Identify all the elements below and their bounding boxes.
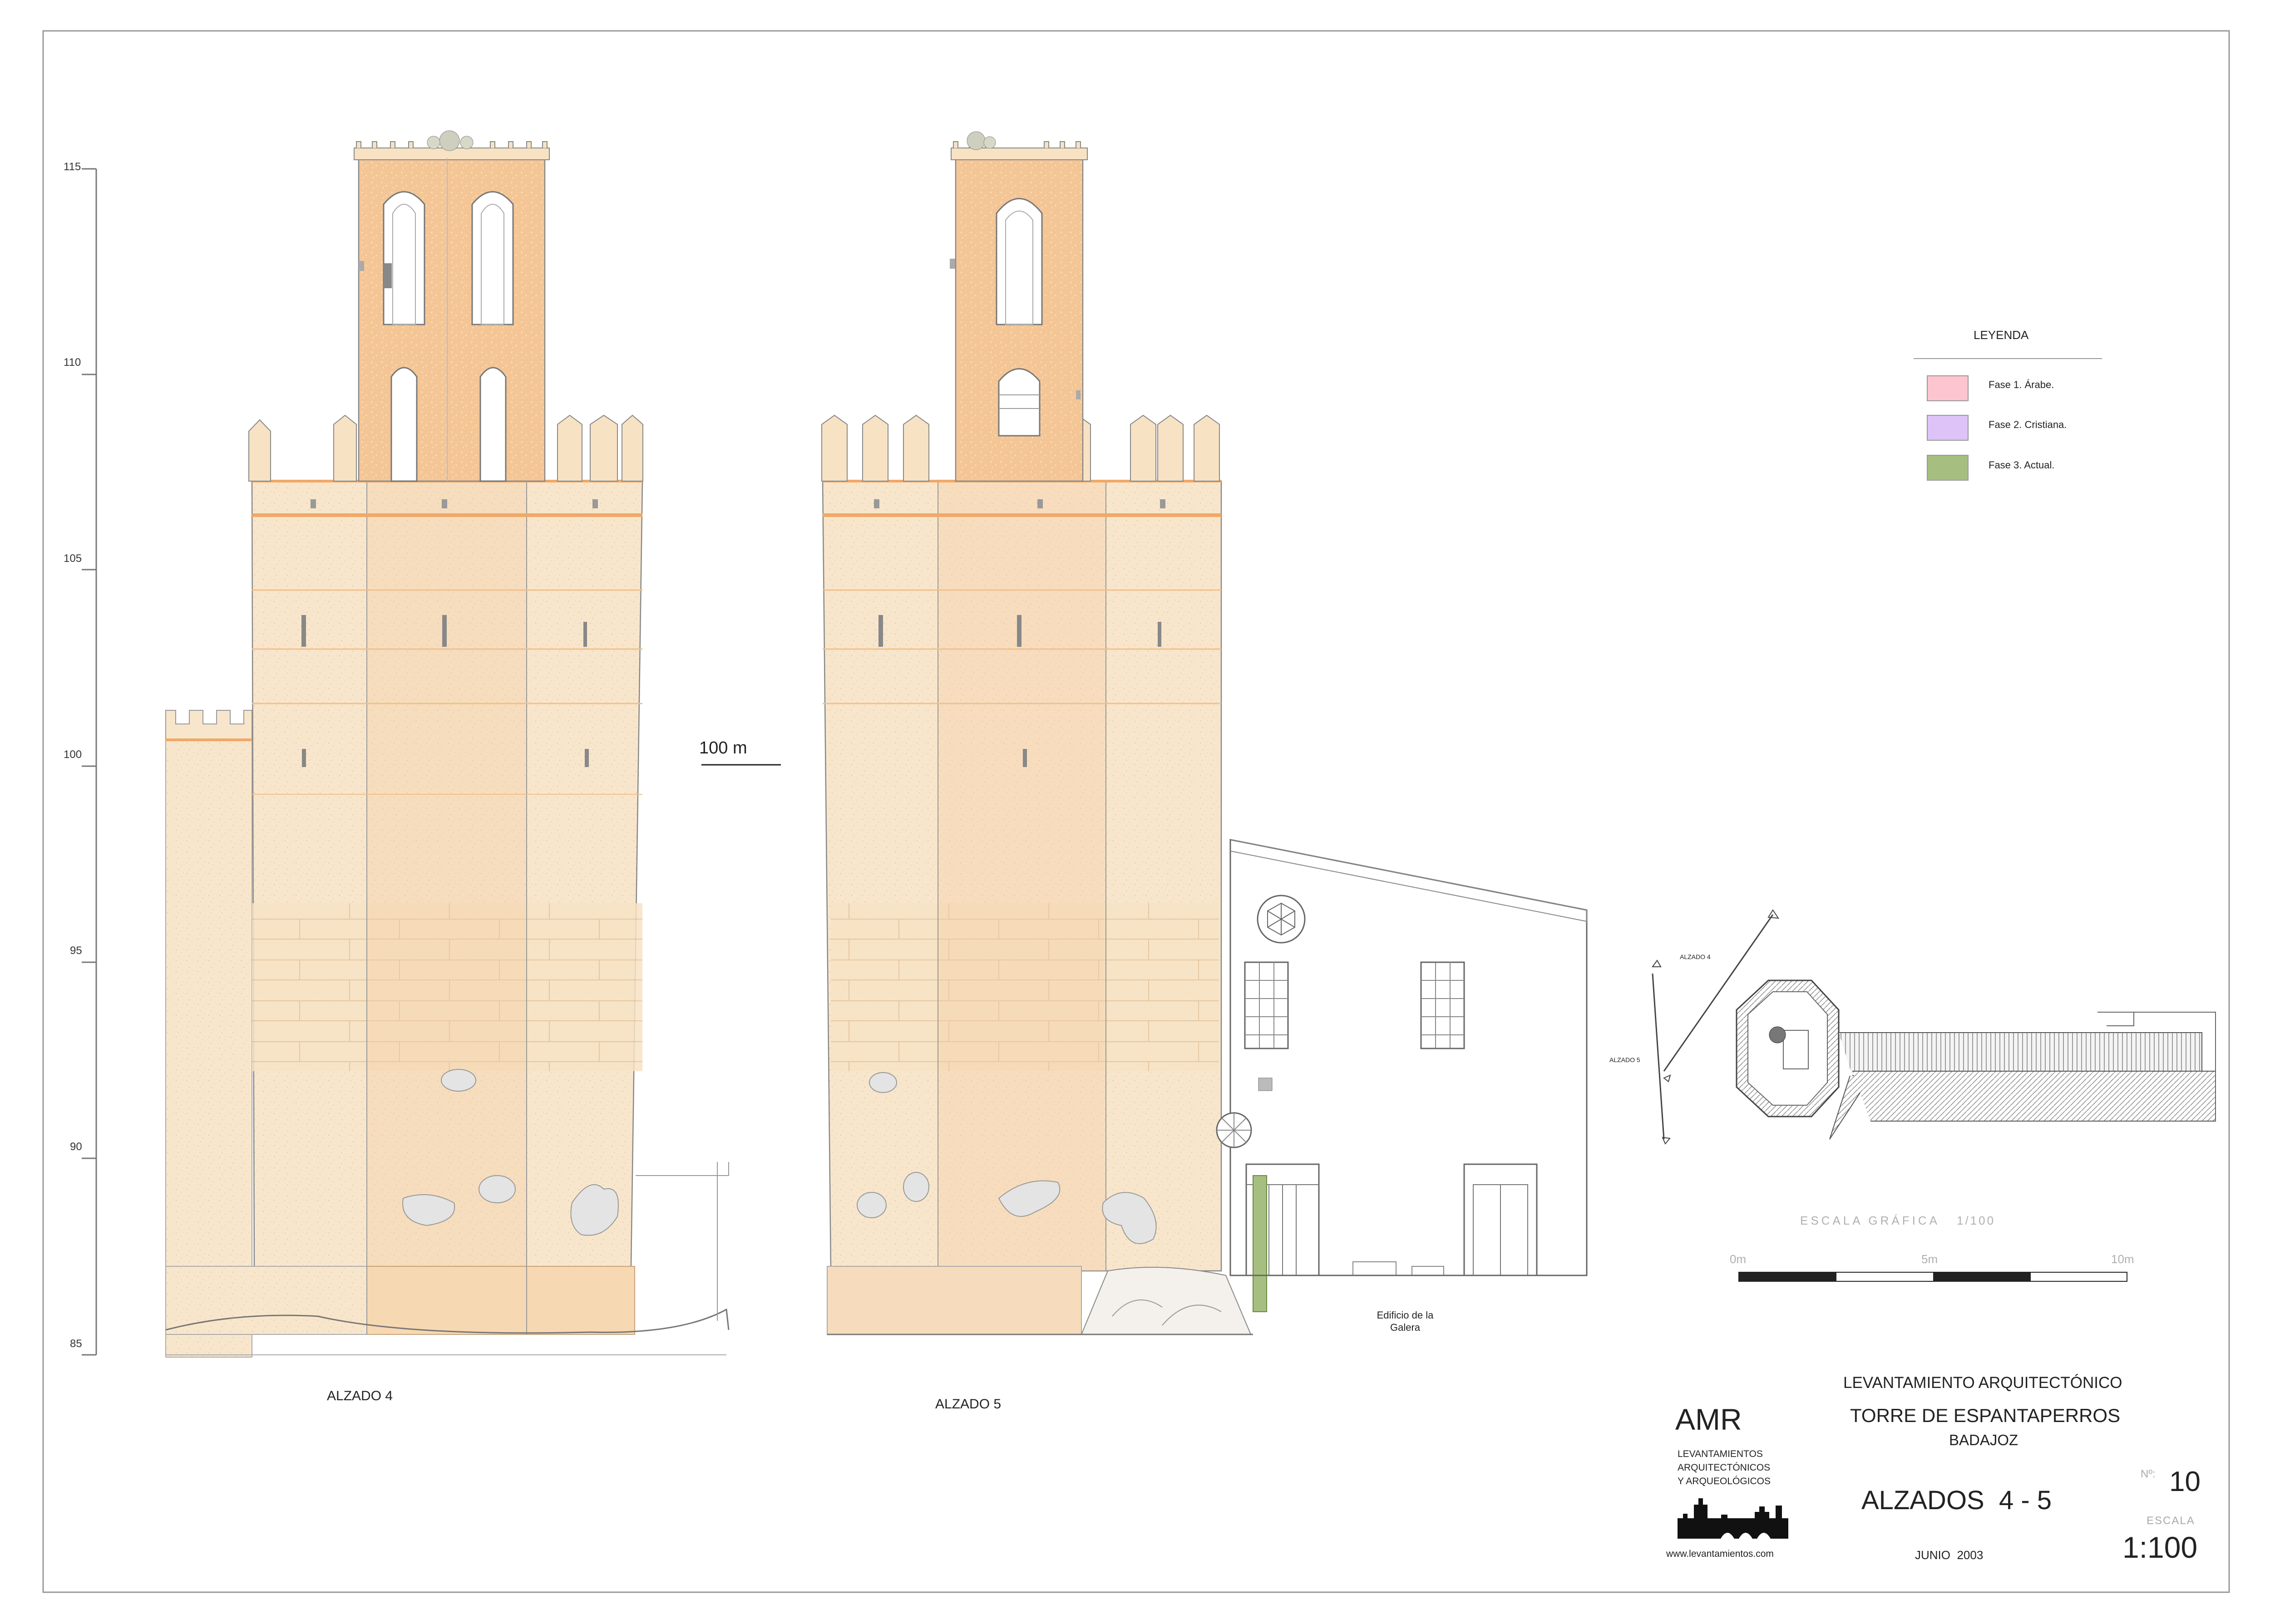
drawing-number-label: Nº: (2141, 1468, 2156, 1480)
elevation-tick-label: 105 (64, 552, 82, 565)
scale-label-5: 5m (1921, 1252, 1938, 1266)
legend-label-phase-3: Fase 3. Actual. (1989, 459, 2055, 471)
reference-level-label: 100 m (699, 738, 747, 758)
elevation-tick-label: 110 (64, 356, 81, 369)
legend-swatch-phase-2 (1927, 415, 1969, 441)
elevation-tick-label: 85 (70, 1338, 82, 1350)
building-label-line2: Galera (1390, 1322, 1421, 1333)
title-block: AMR LEVANTAMIENTOS ARQUITECTÓNICOS Y ARQ… (1666, 1374, 2201, 1564)
building-label-line1: Edificio de la (1377, 1309, 1434, 1321)
project-type: LEVANTAMIENTO ARQUITECTÓNICO (1843, 1374, 2122, 1392)
legend-label-phase-1: Fase 1. Árabe. (1989, 379, 2054, 390)
scale-title: ESCALA GRÁFICA (1800, 1214, 1940, 1227)
legend-label-phase-2: Fase 2. Cristiana. (1989, 419, 2067, 430)
elevation-tick-label: 90 (70, 1141, 82, 1153)
scale-label-10: 10m (2111, 1252, 2134, 1266)
drawing-title: ALZADOS 4 - 5 (1861, 1486, 2052, 1515)
elevation-drawing-4 (165, 130, 730, 1358)
key-plan-label-a: ALZADO 4 (1680, 953, 1711, 960)
castle-silhouette-icon (1678, 1498, 1788, 1539)
company-name-line1: LEVANTAMIENTOS (1678, 1449, 1763, 1459)
elevation-tick-label: 95 (70, 945, 82, 957)
key-plan: ALZADO 4 ALZADO 5 (1609, 909, 2216, 1145)
legend-title: LEYENDA (1974, 328, 2029, 342)
galera-building: Edificio de la Galera (1216, 839, 1588, 1333)
legend-swatch-phase-3 (1927, 455, 1969, 481)
monument-name: TORRE DE ESPANTAPERROS (1850, 1405, 2120, 1426)
city-name: BADAJOZ (1949, 1432, 2018, 1448)
company-name-line2: ARQUITECTÓNICOS (1678, 1462, 1770, 1473)
legend: LEYENDA Fase 1. Árabe. Fase 2. Cristiana… (1914, 328, 2102, 481)
elevation-label: ALZADO 4 (327, 1388, 393, 1403)
elevation-tick-label: 115 (64, 161, 81, 173)
key-plan-label-b: ALZADO 5 (1609, 1056, 1640, 1063)
website-url: www.levantamientos.com (1666, 1549, 1774, 1559)
sheet-frame (42, 30, 2230, 1593)
elevation-label: ALZADO 5 (935, 1397, 1001, 1412)
drawing-scale: 1:100 (2122, 1530, 2197, 1564)
graphic-scale: ESCALA GRÁFICA 1/100 0m 5m 10m (1730, 1214, 2134, 1282)
drawing-number: 10 (2169, 1466, 2201, 1497)
elevation-drawing-5 (821, 131, 1253, 1335)
scale-caption: ESCALA (2147, 1515, 2195, 1527)
logo-monogram: AMR (1675, 1403, 1742, 1436)
drawing-date: JUNIO 2003 (1915, 1548, 1983, 1562)
company-name-line3: Y ARQUEOLÓGICOS (1678, 1476, 1771, 1486)
legend-swatch-phase-1 (1927, 375, 1969, 401)
elevation-axis: 115 110 105 100 95 90 85 (64, 161, 97, 1356)
scale-ratio: 1/100 (1957, 1214, 1995, 1227)
reference-level-mark: 100 m (699, 738, 781, 766)
elevation-tick-label: 100 (64, 748, 82, 761)
scale-label-0: 0m (1730, 1252, 1746, 1266)
